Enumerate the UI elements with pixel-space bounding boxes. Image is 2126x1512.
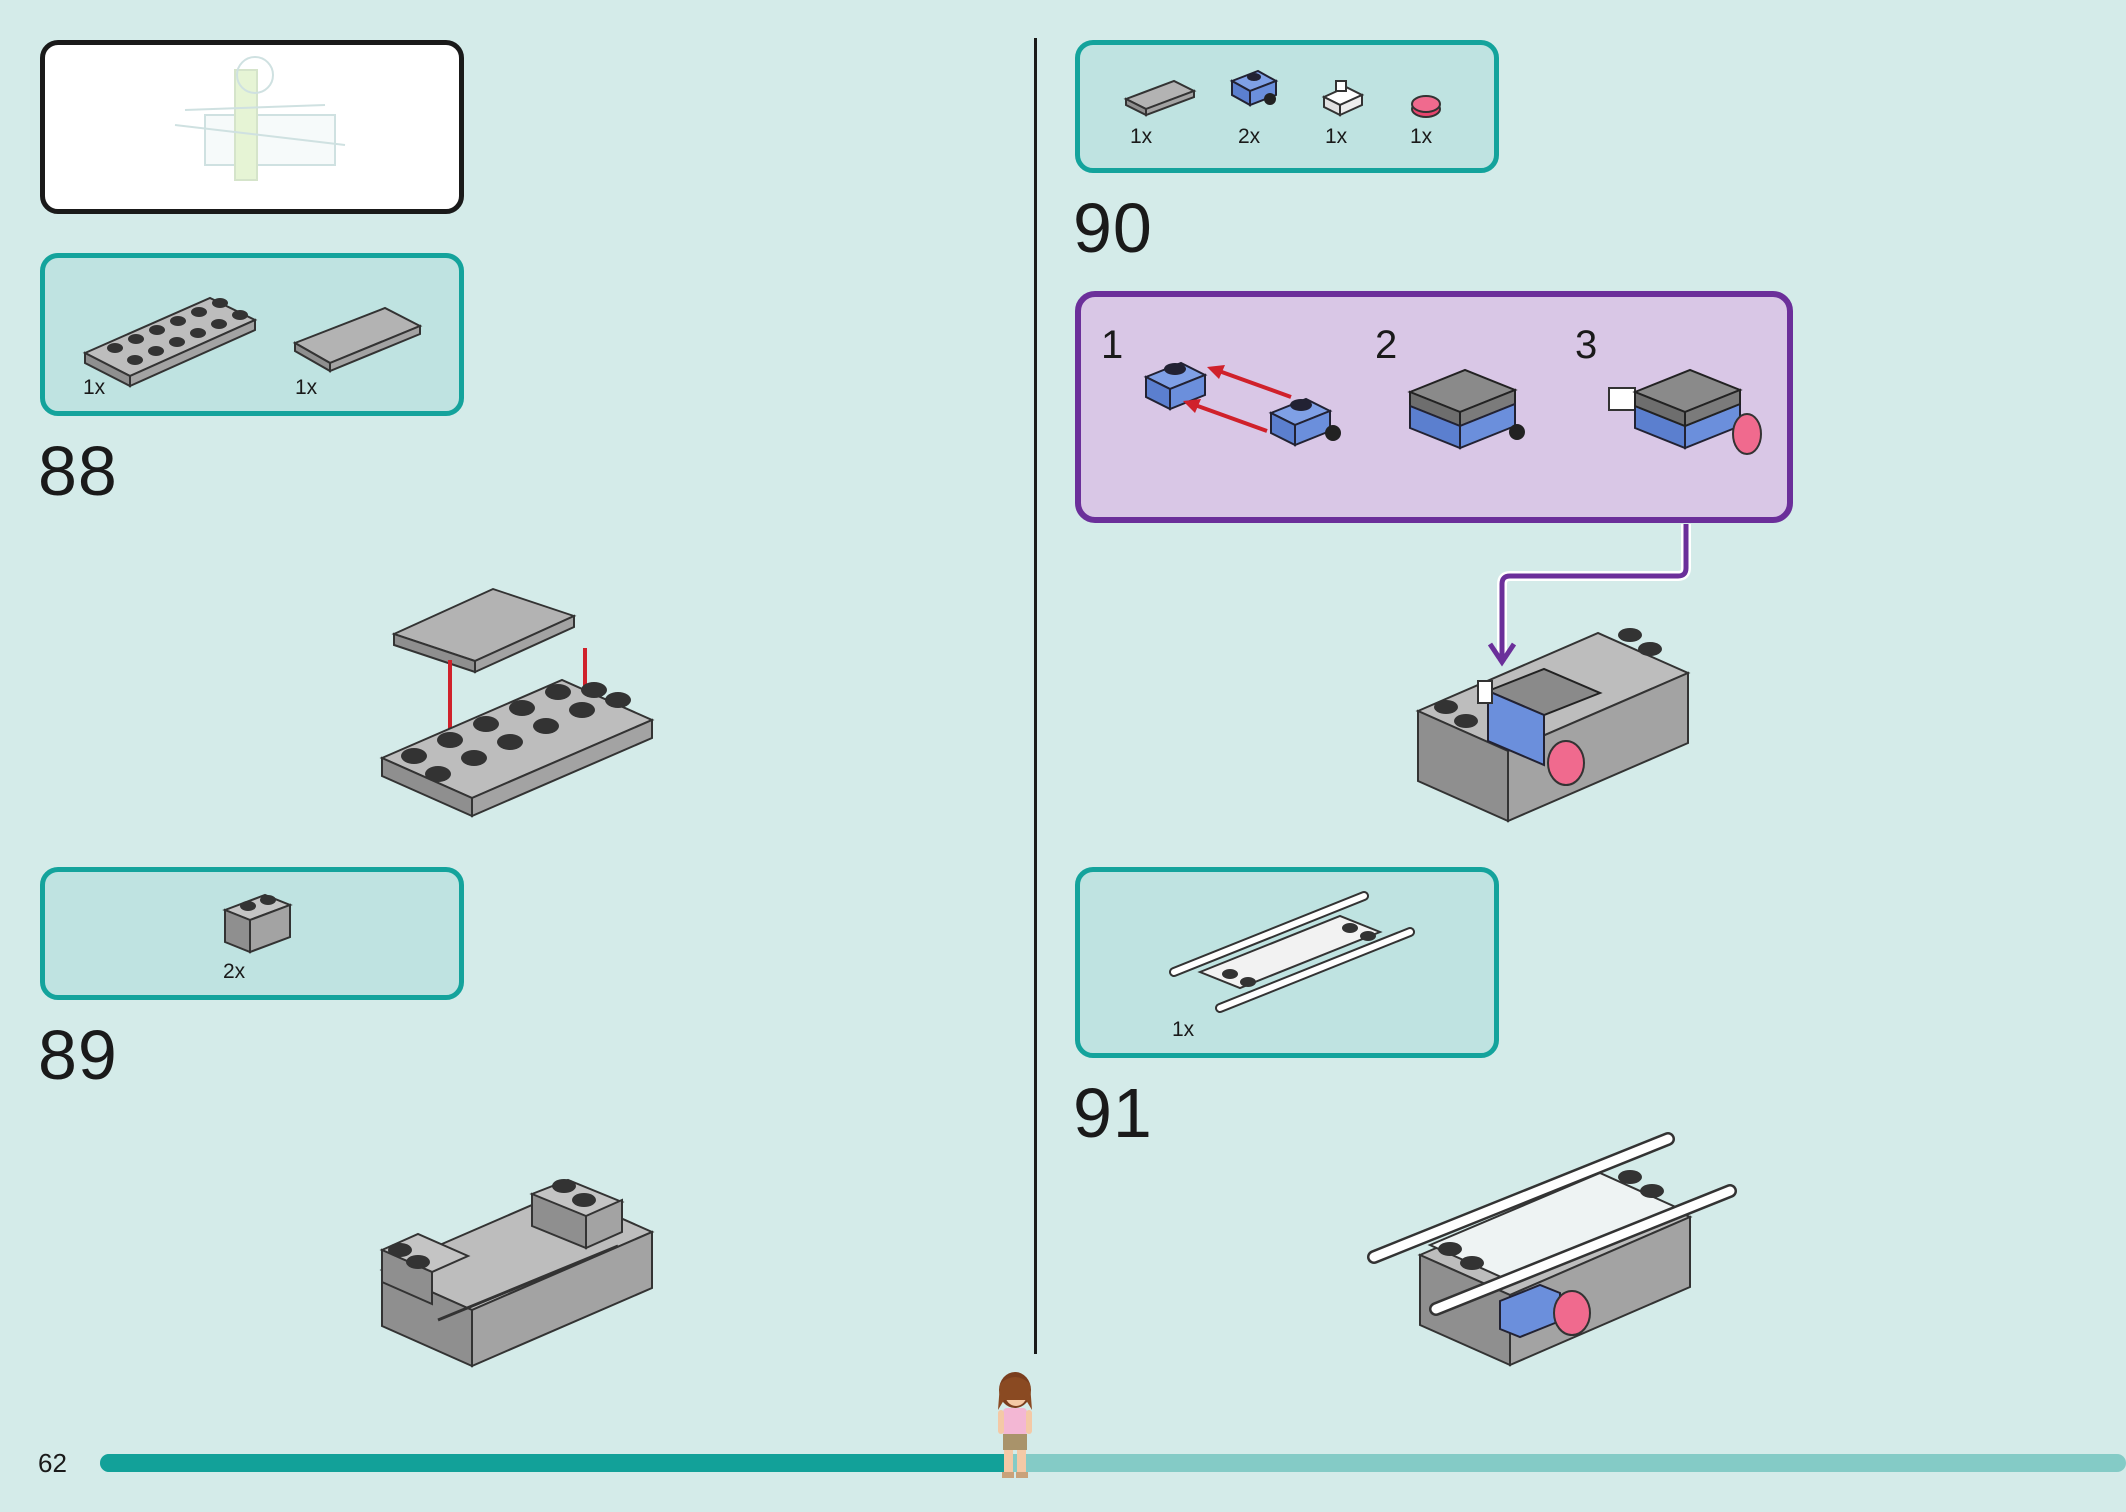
blue-bracket-icon [1229,69,1279,107]
substep-3-illustration [1608,368,1762,455]
model-preview-frame [40,40,464,214]
callout-connector [1487,524,1691,667]
step-90-build-illustration [1415,628,1691,823]
step-89-build-illustration [379,1178,655,1368]
part-qty: 2x [1238,125,1261,148]
minifigure-icon [998,1372,1032,1478]
part-qty: 1x [1410,125,1433,148]
part-qty: 1x [1172,1018,1195,1041]
substep-number: 3 [1575,323,1598,367]
step-91-build-illustration [1367,1132,1737,1367]
step-90-substeps-box: 1 2 3 [1075,291,1793,523]
step-number: 90 [1073,189,1153,267]
white-clip-icon [1321,80,1365,117]
gray-brick-1x2-icon [222,893,293,954]
step-89-parts-box: 2x [40,867,464,1000]
step-number: 88 [38,432,118,510]
substep-2-illustration [1407,368,1525,450]
part-qty: 1x [1130,125,1153,148]
model-preview-image [174,56,346,181]
gray-tile-2x4-icon [292,306,423,373]
gray-plate-2x6-icon [82,296,258,388]
substep-1-illustration [1143,361,1341,447]
column-divider [1034,38,1037,1354]
part-qty: 1x [295,376,318,399]
substep-number: 2 [1375,323,1398,367]
step-91-parts-box: 1x [1075,867,1499,1058]
step-number: 91 [1073,1074,1153,1152]
white-ladder-icon [1169,891,1415,1013]
part-qty: 2x [223,960,246,983]
step-90-parts-box: 1x 2x 1x 1x [1075,40,1499,173]
progress-fill [100,1454,1012,1472]
part-qty: 1x [83,376,106,399]
step-88-build-illustration [379,588,655,818]
pink-round-tile-icon [1411,95,1441,118]
substep-number: 1 [1101,323,1124,367]
page-number: 62 [38,1448,67,1478]
step-number: 89 [38,1016,118,1094]
part-qty: 1x [1325,125,1348,148]
gray-tile-icon [1123,79,1197,117]
step-88-parts-box: 1x 1x [40,253,464,416]
